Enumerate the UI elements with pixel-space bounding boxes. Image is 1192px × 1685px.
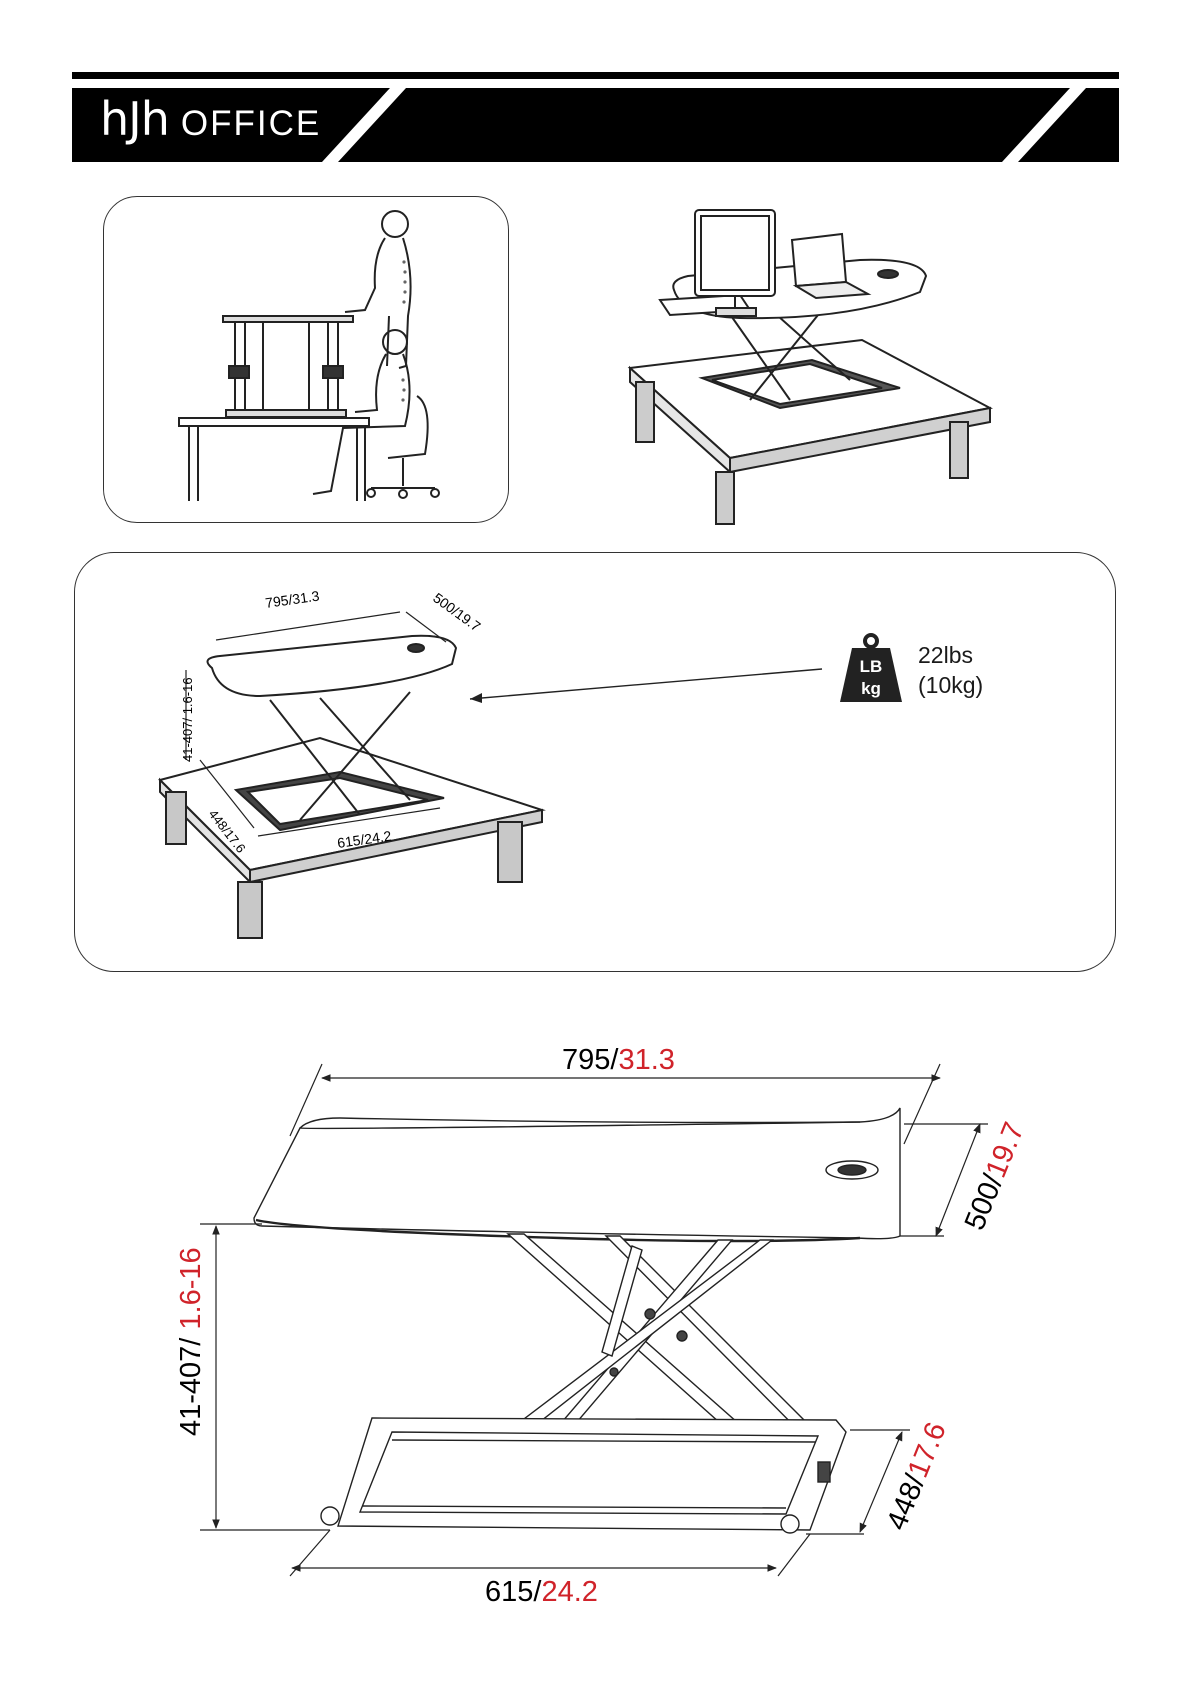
large-base-depth-dim: 448/17.6 bbox=[881, 1418, 953, 1535]
large-height-dim: 41-407/ 1.6-16 bbox=[175, 1247, 207, 1436]
large-width-dim: 795/31.3 bbox=[562, 1044, 675, 1076]
large-base-width-dim: 615/24.2 bbox=[485, 1576, 598, 1608]
large-depth-dim: 500/19.7 bbox=[959, 1118, 1031, 1235]
